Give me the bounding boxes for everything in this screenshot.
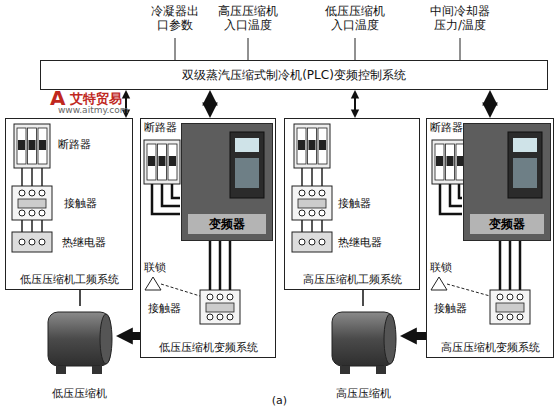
part-label: 接触器 [434, 302, 467, 315]
part-label: 断路器 [58, 138, 91, 151]
connector-line [354, 97, 356, 110]
thermal-relay-symbol [12, 232, 52, 252]
arrowhead [351, 110, 359, 118]
arrowhead [482, 90, 498, 106]
interlock-line [161, 284, 200, 296]
connector [363, 290, 364, 306]
node-text: 低压压缩机变频系统 [143, 341, 273, 354]
part-label: 断路器 [430, 121, 463, 134]
node-text: 变频器 [470, 214, 544, 234]
part-label: 高压压缩机入口温度 [217, 4, 279, 33]
part-label: 断路器 [144, 121, 177, 134]
connector [482, 90, 498, 118]
part-label: 接触器 [64, 197, 97, 210]
connector [202, 90, 218, 118]
connector-line [362, 290, 364, 306]
part-label: 低压压缩机入口温度 [324, 4, 386, 33]
motor-drawing [326, 306, 400, 378]
signal-lines [175, 38, 460, 60]
part-label: 接触器 [148, 302, 181, 315]
node-text: 高压压缩机变频系统 [429, 341, 551, 354]
node-text: 变频器 [188, 214, 266, 234]
part-label: 联锁 [144, 261, 166, 274]
connector-line [132, 332, 140, 340]
connector [80, 290, 81, 306]
interlock-symbol [145, 277, 161, 290]
breaker-symbol [14, 124, 50, 168]
connector [351, 90, 359, 118]
inverter-box: 变频器 [181, 123, 273, 241]
watermark: www.aitmy.com [58, 106, 129, 115]
part-label: 联锁 [430, 261, 452, 274]
subsystem-box: 高压压缩机变频系统 变频器 [426, 118, 554, 358]
part-label: 接触器 [338, 197, 371, 210]
connector-line [79, 290, 81, 306]
arrowhead [400, 328, 417, 345]
compressor-motor: 低压压缩机 [42, 306, 116, 400]
contactor-symbol [200, 290, 240, 324]
contactor-symbol [12, 186, 52, 220]
connector-line [416, 332, 426, 340]
inverter-panel [464, 124, 549, 204]
node-text: 低压压缩机工频系统 [8, 273, 130, 286]
breaker-symbol [294, 124, 330, 168]
arrowhead [116, 328, 133, 345]
controller-box: 双级蒸汽压缩式制冷机(PLC)变频控制系统 [40, 60, 548, 90]
arrowhead [351, 90, 359, 98]
compressor-motor: 高压压缩机 [326, 306, 400, 400]
part-label: 中间冷却器压力/温度 [429, 4, 491, 33]
node-text: 双级蒸汽压缩式制冷机(PLC)变频控制系统 [182, 68, 406, 82]
node-text: 低压压缩机 [36, 387, 122, 400]
caption: (a) [0, 394, 559, 407]
thermal-relay-symbol [292, 232, 332, 252]
arrowhead [202, 90, 218, 106]
arrowhead [122, 90, 130, 98]
contactor-symbol [292, 186, 332, 220]
watermark: A [50, 88, 65, 108]
connector [116, 328, 140, 345]
part-label: 冷凝器出口参数 [150, 4, 200, 33]
inverter-box: 变频器 [463, 123, 551, 241]
breaker-symbol [144, 140, 180, 184]
interlock-symbol [431, 277, 447, 290]
node-text: 高压压缩机 [320, 387, 406, 400]
node-text: 高压压缩机工频系统 [287, 273, 417, 286]
connector [400, 328, 426, 345]
motor-drawing [42, 306, 116, 378]
part-label: 热继电器 [338, 236, 382, 249]
contactor-symbol [490, 290, 530, 324]
interlock-line [447, 284, 490, 296]
subsystem-box: 低压压缩机变频系统 变频器 [140, 118, 276, 358]
inverter-panel [182, 124, 271, 204]
watermark: 艾特贸易 [70, 92, 122, 105]
part-label: 热继电器 [62, 236, 106, 249]
